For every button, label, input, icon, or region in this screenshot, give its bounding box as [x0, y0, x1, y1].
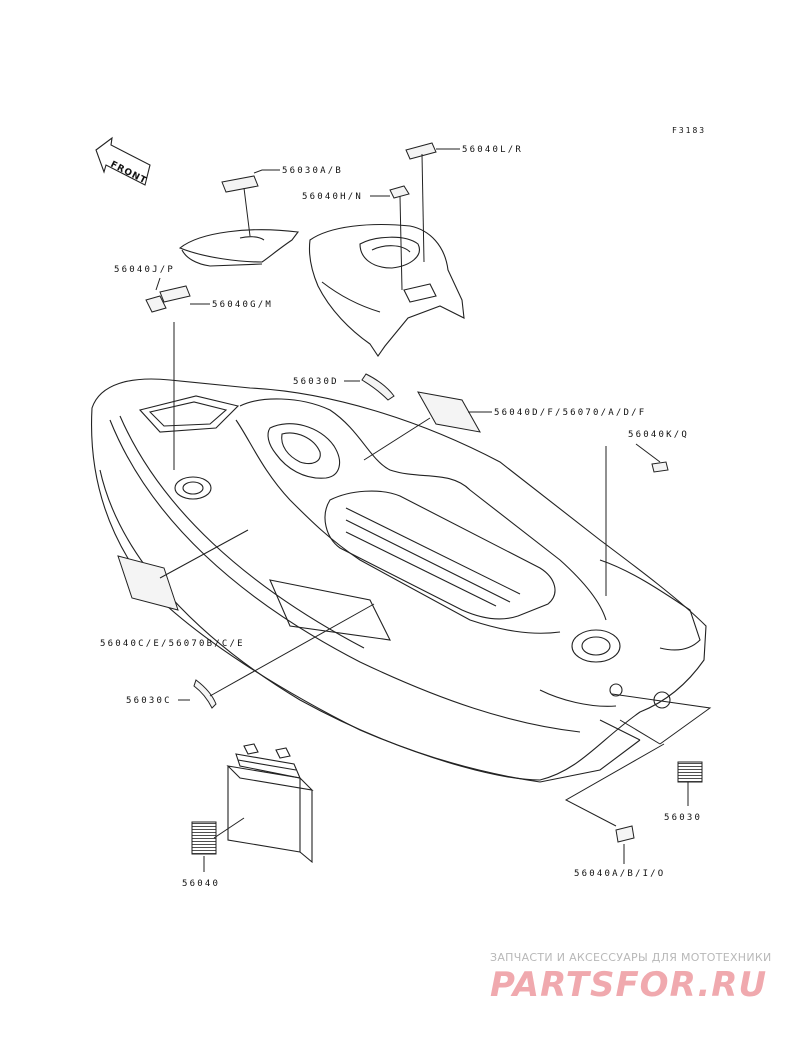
decal-56040ce [117, 555, 179, 611]
decal-56040jp [145, 295, 167, 313]
decal-56030c [193, 679, 217, 709]
label-56040hn: 56040H/N [302, 192, 363, 202]
battery [226, 743, 314, 864]
decal-56040hn [389, 185, 410, 199]
label-56030c: 56030C [126, 696, 172, 706]
label-56030: 56030 [664, 813, 702, 823]
label-56040jp: 56040J/P [114, 265, 175, 275]
hull [90, 378, 707, 783]
front-arrow-label: FRONT [109, 160, 149, 187]
decal-56040 [191, 821, 217, 855]
front-arrow-icon: FRONT [95, 136, 151, 187]
label-56040df: 56040D/F/56070/A/D/F [494, 408, 646, 418]
decal-56040df [417, 391, 481, 433]
hood-console [308, 224, 465, 357]
watermark-tagline: ЗАПЧАСТИ И АКСЕССУАРЫ ДЛЯ МОТОТЕХНИКИ [490, 951, 772, 964]
decal-56040gm [159, 285, 191, 303]
label-56030d: 56030D [293, 377, 339, 387]
decal-56030 [677, 761, 703, 783]
label-56040lr: 56040L/R [462, 145, 523, 155]
label-56040gm: 56040G/M [212, 300, 273, 310]
label-56040kq: 56040K/Q [628, 430, 689, 440]
label-56040ce: 56040C/E/56070B/C/E [100, 639, 245, 649]
decal-56040kq [651, 461, 669, 473]
decal-56030d [361, 373, 395, 401]
watermark-logo: PARTSFOR.RU [490, 965, 767, 1005]
label-56040abio: 56040A/B/I/O [574, 869, 665, 879]
decal-56040abio [615, 825, 635, 843]
label-56030ab: 56030A/B [282, 166, 343, 176]
label-56040: 56040 [182, 879, 220, 889]
figure-code: F3183 [672, 126, 706, 135]
decal-56040lr [405, 142, 437, 160]
decal-56030ab [221, 175, 259, 193]
seat-cover [178, 229, 300, 267]
